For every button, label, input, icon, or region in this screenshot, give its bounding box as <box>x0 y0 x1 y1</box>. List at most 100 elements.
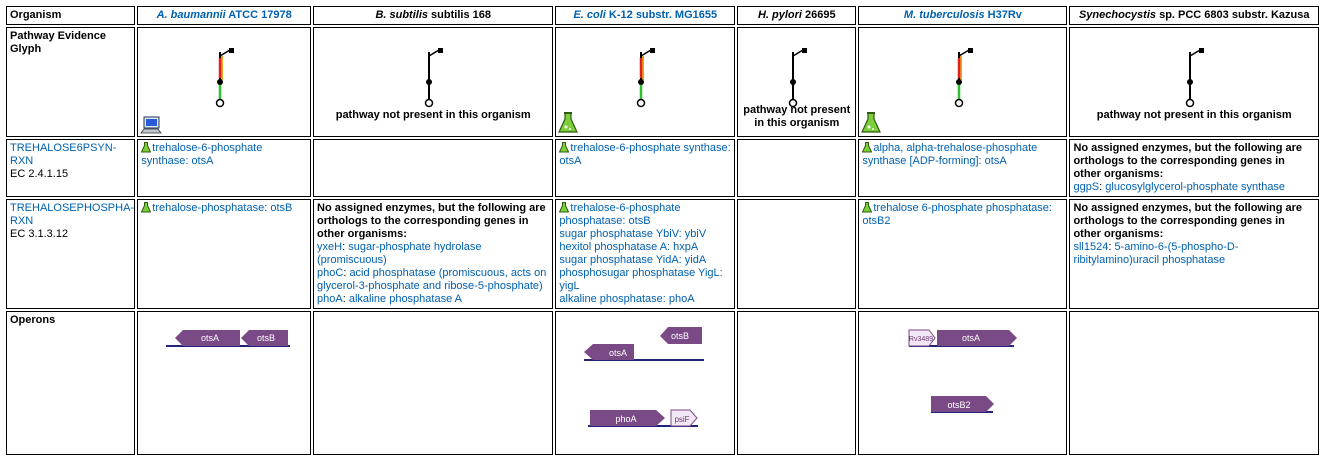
glyph-row: Pathway Evidence Glyph <box>6 27 1319 137</box>
enzyme-link[interactable]: alkaline phosphatase A <box>348 293 462 305</box>
gene-psiF-arrow[interactable] <box>670 409 699 427</box>
org-species[interactable]: E. coli <box>573 9 606 21</box>
pathway-comparison-table: Organism A. baumannii ATCC 17978 B. subt… <box>4 4 1321 457</box>
org-strain[interactable]: K-12 substr. MG1655 <box>605 9 718 21</box>
gene-otsB2-arrow[interactable] <box>931 396 995 412</box>
pathway-glyph-icon[interactable] <box>1180 48 1208 110</box>
list-item: phoC: acid phosphatase (promiscuous, act… <box>317 267 549 293</box>
gene-link[interactable]: hxpA <box>673 241 699 253</box>
gene-otsB-arrow[interactable] <box>660 327 703 344</box>
org-strain[interactable]: H37Rv <box>984 9 1022 21</box>
pathway-glyph-icon[interactable] <box>783 48 811 110</box>
org-strain: 26695 <box>801 9 836 21</box>
enzyme-link[interactable]: trehalose-6-phosphate synthase <box>570 142 728 154</box>
org-strain[interactable]: ATCC 17978 <box>225 9 292 21</box>
separator: : <box>1108 241 1115 253</box>
reaction-link[interactable]: TREHALOSE6PSYN-RXN <box>10 142 117 167</box>
rxn1-cell-ec: trehalose-6-phosphate synthase: otsA <box>555 139 736 197</box>
gene-label: psiF <box>675 415 690 424</box>
enzyme-link[interactable]: trehalose 6-phosphate phosphatase <box>873 202 1049 214</box>
ortholog-note: No assigned enzymes, but the following a… <box>317 202 546 240</box>
gene-link[interactable]: otsB <box>628 215 651 227</box>
flask-evidence-icon <box>559 202 570 213</box>
gene-label: phoA <box>616 414 637 424</box>
pathway-glyph-icon[interactable] <box>419 48 447 110</box>
gene-phoA-arrow[interactable] <box>590 410 666 426</box>
gene-link[interactable]: yxeH <box>317 241 343 253</box>
gene-otsA-arrow[interactable] <box>175 330 241 346</box>
gene-link[interactable]: ybiV <box>684 228 707 240</box>
flask-evidence-icon[interactable] <box>558 112 579 134</box>
flask-evidence-icon[interactable] <box>861 112 882 134</box>
pathway-glyph-icon[interactable] <box>949 48 977 110</box>
header-row: Organism A. baumannii ATCC 17978 B. subt… <box>6 6 1319 25</box>
enzyme-link[interactable]: acid phosphatase (promiscuous, acts on g… <box>317 267 547 292</box>
glyph-cell-syn: pathway not present in this organism <box>1069 27 1319 137</box>
gene-otsB-arrow[interactable] <box>241 330 289 346</box>
enzyme-link[interactable]: trehalose-6-phosphate phosphatase <box>559 202 681 227</box>
enzyme-link[interactable]: hexitol phosphatase A <box>559 241 668 253</box>
gene-link[interactable]: phoA <box>668 293 695 305</box>
org-header-mt[interactable]: M. tuberculosis H37Rv <box>858 6 1068 25</box>
gene-link[interactable]: otsA <box>984 155 1007 167</box>
rxn1-cell-mt: alpha, alpha-trehalose-phosphate synthas… <box>858 139 1068 197</box>
gene-otsA-arrow[interactable] <box>937 330 1018 346</box>
separator: : <box>727 142 731 154</box>
enzyme-link[interactable]: trehalose-6-phosphate synthase <box>141 142 263 167</box>
rxn2-cell-syn: No assigned enzymes, but the following a… <box>1069 199 1319 309</box>
gene-link[interactable]: phoA <box>317 293 343 305</box>
computer-evidence-icon[interactable] <box>140 116 163 134</box>
separator: : <box>185 155 192 167</box>
gene-link[interactable]: sll1524 <box>1073 241 1109 253</box>
gene-link[interactable]: otsA <box>191 155 214 167</box>
separator: : <box>719 267 723 279</box>
gene-label: otsA <box>962 333 980 343</box>
gene-link[interactable]: yidA <box>684 254 707 266</box>
gene-link[interactable]: ggpS <box>1073 181 1100 193</box>
enzyme-link[interactable]: sugar phosphatase YidA <box>559 254 679 266</box>
enzyme-link[interactable]: alpha, alpha-trehalose-phosphate synthas… <box>862 142 1038 167</box>
org-species: B. subtilis <box>375 9 428 21</box>
separator: : <box>1099 181 1106 193</box>
rxn2-cell-hp <box>737 199 857 309</box>
org-species[interactable]: A. baumannii <box>156 9 226 21</box>
list-item: phoA: alkaline phosphatase A <box>317 293 549 306</box>
operons-row: Operons otsA otsB otsB otsA phoA <box>6 311 1319 455</box>
enzyme-link[interactable]: alkaline phosphatase <box>559 293 663 305</box>
gene-label: otsA <box>201 333 219 343</box>
separator: : <box>1048 202 1052 214</box>
list-item: yxeH: sugar-phosphate hydrolase (promisc… <box>317 241 549 267</box>
operon-cell-hp <box>737 311 857 455</box>
gene-label: otsB2 <box>948 400 971 410</box>
gene-link[interactable]: phoC <box>317 267 344 279</box>
enzyme-link[interactable]: trehalose-phosphatase <box>152 202 265 214</box>
enzyme-link[interactable]: sugar phosphatase YbiV <box>559 228 679 240</box>
pathway-glyph-icon[interactable] <box>210 48 238 110</box>
gene-Rv3489-arrow[interactable] <box>908 329 936 347</box>
gene-link[interactable]: yigL <box>559 280 580 292</box>
org-header-ab[interactable]: A. baumannii ATCC 17978 <box>137 6 312 25</box>
gene-label: Rv3489 <box>909 336 933 343</box>
gene-link[interactable]: otsA <box>559 155 582 167</box>
gene-otsA-arrow[interactable] <box>584 344 635 360</box>
rxn1-cell-syn: No assigned enzymes, but the following a… <box>1069 139 1319 197</box>
separator: : <box>667 241 674 253</box>
reaction-link[interactable]: TREHALOSEPHOSPHA-RXN <box>10 202 135 227</box>
list-item: sugar phosphatase YidA: yidA <box>559 254 731 267</box>
glyph-cell-ec <box>555 27 736 137</box>
reaction-row-trehalose6psyn: TREHALOSE6PSYN-RXN EC 2.4.1.15 trehalose… <box>6 139 1319 197</box>
flask-evidence-icon <box>559 142 570 153</box>
list-item: alkaline phosphatase: phoA <box>559 293 731 306</box>
operons-label: Operons <box>6 311 136 455</box>
enzyme-link[interactable]: 5-amino-6-(5-phospho-D-ribitylamino)urac… <box>1073 241 1239 266</box>
gene-link[interactable]: otsB <box>270 202 293 214</box>
pathway-glyph-icon[interactable] <box>631 48 659 110</box>
reaction-row-trehalosephospha: TREHALOSEPHOSPHA-RXN EC 3.1.3.12 trehalo… <box>6 199 1319 309</box>
enzyme-link[interactable]: glucosylglycerol-phosphate synthase <box>1105 181 1286 193</box>
gene-link[interactable]: otsB2 <box>862 215 891 227</box>
org-header-ec[interactable]: E. coli K-12 substr. MG1655 <box>555 6 736 25</box>
reaction-cell: TREHALOSEPHOSPHA-RXN EC 3.1.3.12 <box>6 199 136 309</box>
org-species[interactable]: M. tuberculosis <box>903 9 985 21</box>
enzyme-link[interactable]: sugar-phosphate hydrolase (promiscuous) <box>317 241 482 266</box>
enzyme-link[interactable]: phosphosugar phosphatase YigL <box>559 267 720 279</box>
